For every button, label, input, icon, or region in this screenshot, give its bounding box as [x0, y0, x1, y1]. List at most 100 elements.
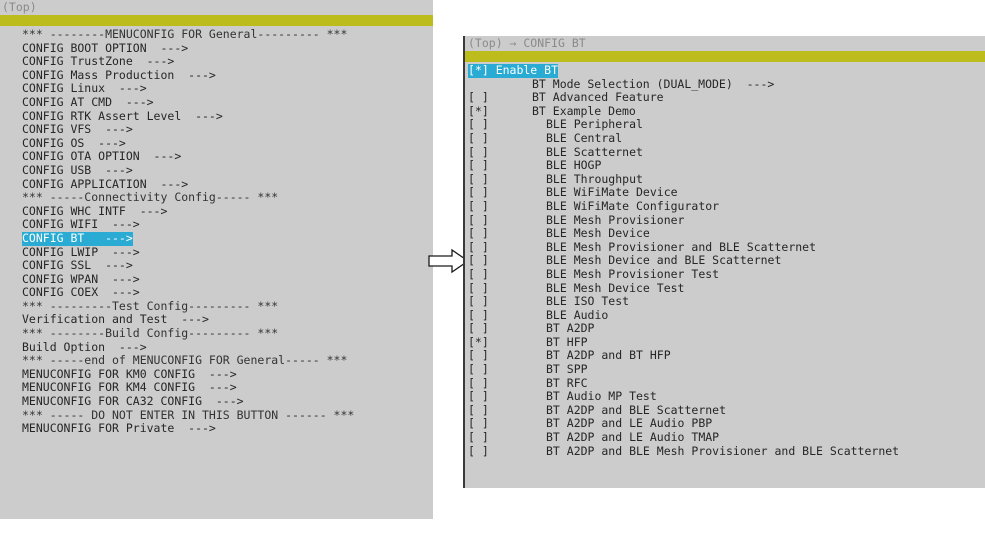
checkbox-checked-icon[interactable]: [*]	[468, 335, 489, 349]
checkbox-unchecked-icon[interactable]: [ ]	[468, 295, 489, 309]
checkbox-unchecked-icon[interactable]: [ ]	[468, 403, 489, 417]
checkbox-unchecked-icon[interactable]: [ ]	[468, 145, 489, 159]
bt-config-label: BT A2DP and BLE Mesh Provisioner and BLE…	[546, 444, 900, 458]
bt-config-row[interactable]: [ ]BLE Mesh Device and BLE Scatternet	[468, 254, 985, 268]
left-menuconfig-panel: (Top) *** --------MENUCONFIG FOR General…	[0, 0, 433, 519]
bt-config-label: BT A2DP and LE Audio PBP	[546, 417, 713, 431]
bt-config-label: BT RFC	[546, 376, 588, 390]
checkbox-unchecked-icon[interactable]: [ ]	[468, 213, 489, 227]
menu-item[interactable]: CONFIG LWIP --->	[22, 245, 140, 259]
menu-item[interactable]: CONFIG WHC INTF --->	[22, 204, 168, 218]
bt-config-label: BT A2DP	[546, 322, 595, 336]
checkbox-unchecked-icon[interactable]: [ ]	[468, 159, 489, 173]
menu-item[interactable]: Build Option --->	[22, 340, 147, 354]
bt-config-label: BLE Mesh Provisioner and BLE Scatternet	[546, 240, 817, 254]
checkbox-unchecked-icon[interactable]: [ ]	[468, 172, 489, 186]
menu-item[interactable]: CONFIG OTA OPTION --->	[22, 150, 182, 164]
bt-config-row[interactable]: [ ]BLE HOGP	[468, 159, 985, 173]
checkbox-unchecked-icon[interactable]: [ ]	[468, 444, 489, 458]
bt-config-row[interactable]: [ ] BT RFC	[468, 377, 985, 391]
bt-config-label: BT Audio MP Test	[546, 390, 657, 404]
bt-config-label: BT Mode Selection (DUAL_MODE) --->	[532, 77, 775, 91]
bt-config-row[interactable]: [ ]BT SPP	[468, 363, 985, 377]
bt-config-row[interactable]: [*]BT Example Demo	[468, 105, 985, 119]
checkbox-unchecked-icon[interactable]: [ ]	[468, 322, 489, 336]
bt-config-row[interactable]: [ ] BT Audio MP Test	[468, 390, 985, 404]
bt-config-row[interactable]: [ ] BLE ISO Test	[468, 295, 985, 309]
bt-config-label: BT A2DP and BLE Scatternet	[546, 403, 727, 417]
checkbox-unchecked-icon[interactable]: [ ]	[468, 267, 489, 281]
menu-item[interactable]: CONFIG BT --->	[22, 231, 433, 246]
bt-config-row[interactable]: [ ]BLE Scatternet	[468, 146, 985, 160]
menu-item[interactable]: CONFIG SSL --->	[22, 259, 133, 273]
bt-config-row[interactable]: [ ] BT A2DP	[468, 322, 985, 336]
checkbox-unchecked-icon[interactable]: [ ]	[468, 240, 489, 254]
bt-config-label: BLE Mesh Provisioner	[546, 213, 685, 227]
menu-item[interactable]: MENUCONFIG FOR KM4 CONFIG --->	[22, 381, 237, 395]
menu-item[interactable]: MENUCONFIG FOR CA32 CONFIG --->	[22, 395, 244, 409]
bt-config-row[interactable]: [ ] BLE Mesh Provisioner	[468, 214, 985, 228]
menu-item[interactable]: CONFIG WIFI --->	[22, 218, 140, 232]
bt-config-row[interactable]: [ ]BT A2DP and LE Audio TMAP	[468, 431, 985, 445]
bt-config-row[interactable]: [ ] BT A2DP and BLE Mesh Provisioner and …	[468, 445, 985, 459]
menu-item[interactable]: CONFIG TrustZone --->	[22, 55, 175, 69]
bt-config-row[interactable]: [ ]BT Advanced Feature	[468, 91, 985, 105]
checkbox-unchecked-icon[interactable]: [ ]	[468, 363, 489, 377]
menu-item[interactable]: CONFIG BOOT OPTION --->	[22, 41, 189, 55]
checkbox-unchecked-icon[interactable]: [ ]	[468, 131, 489, 145]
bt-config-row[interactable]: [*] Enable BT	[468, 64, 985, 78]
menu-item[interactable]: CONFIG APPLICATION --->	[22, 177, 189, 191]
checkbox-unchecked-icon[interactable]: [ ]	[468, 254, 489, 268]
bt-config-row[interactable]: [*]BT HFP	[468, 336, 985, 350]
right-panel-breadcrumb: (Top) → CONFIG BT	[468, 36, 586, 50]
menu-item[interactable]: Verification and Test --->	[22, 313, 209, 327]
bt-config-row[interactable]: [ ] BT A2DP and BLE Scatternet	[468, 404, 985, 418]
bt-config-row[interactable]: [ ]BLE Peripheral	[468, 118, 985, 132]
bt-config-row[interactable]: [ ]BLE Mesh Provisioner Test	[468, 268, 985, 282]
menu-item[interactable]: CONFIG Linux --->	[22, 82, 147, 96]
checkbox-unchecked-icon[interactable]: [ ]	[468, 91, 489, 105]
menu-separator: *** --------MENUCONFIG FOR General------…	[22, 28, 348, 41]
menu-item[interactable]: MENUCONFIG FOR KM0 CONFIG --->	[22, 367, 237, 381]
menu-item[interactable]: CONFIG COEX --->	[22, 286, 140, 300]
menu-item[interactable]: CONFIG OS --->	[22, 136, 126, 150]
bt-config-row[interactable]: [ ]BT A2DP and BT HFP	[468, 349, 985, 363]
menu-item[interactable]: CONFIG RTK Assert Level --->	[22, 109, 223, 123]
bt-config-row-selected[interactable]: [*] Enable BT	[468, 64, 559, 78]
checkbox-unchecked-icon[interactable]: [ ]	[468, 308, 489, 322]
checkbox-unchecked-icon[interactable]: [ ]	[468, 186, 489, 200]
bt-config-label: BLE ISO Test	[546, 295, 630, 309]
bt-config-row[interactable]: [ ]BLE WiFiMate Configurator	[468, 200, 985, 214]
menu-item-selected[interactable]: CONFIG BT --->	[22, 231, 133, 246]
checkbox-unchecked-icon[interactable]: [ ]	[468, 390, 489, 404]
bt-config-row[interactable]: [ ]BLE Audio	[468, 309, 985, 323]
bt-config-row[interactable]: [ ] BT A2DP and LE Audio PBP	[468, 417, 985, 431]
menu-item[interactable]: CONFIG Mass Production --->	[22, 68, 216, 82]
checkbox-checked-icon[interactable]: [*]	[468, 104, 489, 118]
checkbox-unchecked-icon[interactable]: [ ]	[468, 281, 489, 295]
checkbox-unchecked-icon[interactable]: [ ]	[468, 417, 489, 431]
bt-config-row[interactable]: [ ]BLE Throughput	[468, 173, 985, 187]
menu-item[interactable]: MENUCONFIG FOR Private --->	[22, 422, 216, 436]
right-panel-accent-bar	[465, 51, 985, 62]
bt-config-label: BLE Central	[546, 131, 623, 145]
menu-item[interactable]: CONFIG USB --->	[22, 163, 133, 177]
menu-item[interactable]: CONFIG AT CMD --->	[22, 95, 154, 109]
left-menu-list: *** --------MENUCONFIG FOR General------…	[0, 26, 433, 436]
bt-config-row[interactable]: [ ] BLE Central	[468, 132, 985, 146]
bt-config-row[interactable]: [ ]BLE Mesh Device	[468, 227, 985, 241]
bt-config-row[interactable]: [ ]BLE Mesh Device Test	[468, 282, 985, 296]
checkbox-unchecked-icon[interactable]: [ ]	[468, 431, 489, 445]
checkbox-unchecked-icon[interactable]: [ ]	[468, 349, 489, 363]
checkbox-unchecked-icon[interactable]: [ ]	[468, 227, 489, 241]
bt-config-row[interactable]: BT Mode Selection (DUAL_MODE) --->	[468, 78, 985, 92]
checkbox-unchecked-icon[interactable]: [ ]	[468, 118, 489, 132]
checkbox-unchecked-icon[interactable]: [ ]	[468, 199, 489, 213]
bt-config-row[interactable]: [ ] BLE Mesh Provisioner and BLE Scattern…	[468, 241, 985, 255]
bt-config-row[interactable]: [ ] BLE WiFiMate Device	[468, 186, 985, 200]
menu-item[interactable]: CONFIG VFS --->	[22, 123, 133, 137]
menu-item[interactable]: CONFIG WPAN --->	[22, 272, 140, 286]
bt-config-label: BLE WiFiMate Device	[546, 186, 678, 200]
checkbox-unchecked-icon[interactable]: [ ]	[468, 376, 489, 390]
